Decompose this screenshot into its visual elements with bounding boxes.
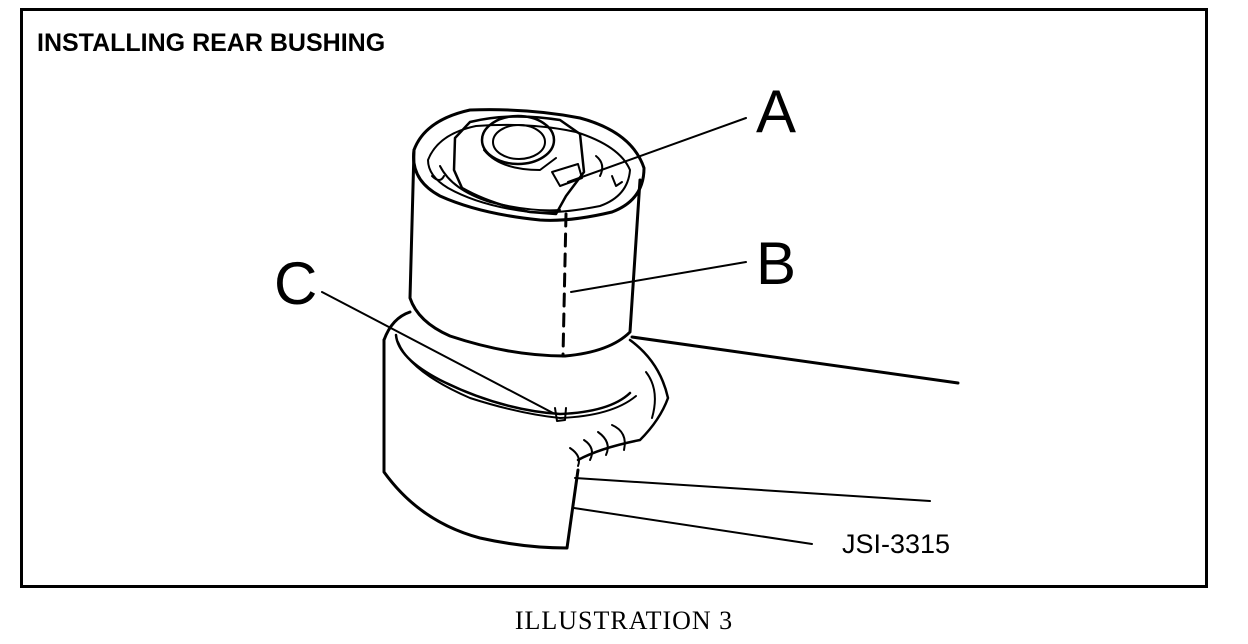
leader-a [567,117,747,183]
callout-c: C [274,250,317,317]
leader-c [321,291,554,414]
leader-lines [321,117,747,414]
control-arm-eye [382,310,960,550]
callout-b: B [756,230,796,297]
leader-b [570,261,747,293]
callout-a: A [756,78,796,145]
figure-caption: ILLUSTRATION 3 [514,606,734,635]
figure-title: INSTALLING REAR BUSHING [37,29,386,57]
rear-bushing [408,108,646,358]
figure-frame: INSTALLING REAR BUSHING [20,8,1208,588]
part-number-label: JSI-3315 [842,529,950,559]
